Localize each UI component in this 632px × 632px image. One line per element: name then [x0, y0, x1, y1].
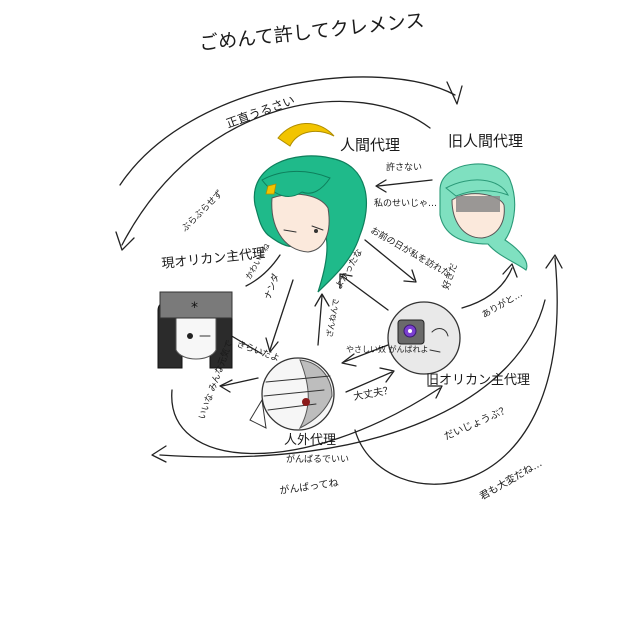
- text-nanda: ナンダ: [262, 272, 283, 301]
- text-kirai: きらいだよ: [235, 338, 281, 364]
- crescent-moon-icon: [278, 123, 334, 146]
- arrow-oldorigin-to-oldhuman-head: [503, 264, 517, 277]
- label-old-human-agent: 旧人間代理: [448, 132, 523, 150]
- text-arigato: ありがと…: [480, 288, 525, 321]
- text-kimi-mo-taihen: 君も大変だね…: [477, 456, 544, 502]
- arrow-nonhuman-to-oldorigin-head: [380, 368, 394, 382]
- text-daijobu-q: だいじょうぶ？: [442, 403, 511, 442]
- old-human-agent-figure: [440, 164, 527, 270]
- arrow-right-big-head: [546, 255, 562, 268]
- non-human-agent-figure: [250, 358, 334, 430]
- text-yurusanai: 許さない: [386, 161, 422, 173]
- label-human-agent: 人間代理: [340, 136, 400, 154]
- top-banner-text: ごめんて許してクレメンス: [198, 9, 425, 55]
- old-origin-agent-figure: [388, 302, 460, 374]
- text-ganbaru-deii: がんばるでいい: [286, 453, 349, 465]
- arrow-right-big-arc: [355, 258, 557, 484]
- text-yasashii: やさしい奴 がんばれよ: [346, 344, 429, 354]
- label-non-human-agent: 人外代理: [284, 433, 336, 448]
- text-ganbatte: がんばってね: [279, 476, 340, 497]
- snowflake-icon: *: [191, 300, 198, 316]
- text-burabura: ぶらぶらせず: [179, 188, 225, 234]
- arrow-nonhuman-to-human: [318, 296, 322, 345]
- arrow-bottom-wide-head: [152, 446, 166, 462]
- arrow-inner-arc-head: [116, 232, 134, 250]
- arrow-oldorigin-to-human: [342, 276, 388, 310]
- label-old-origin-agent: 旧オリカン主代理: [426, 373, 530, 388]
- text-shoujiki-urusai: 正直うるさい: [224, 93, 296, 131]
- arrow-top-arc-head: [447, 82, 462, 104]
- text-omae-no-hi: お前の日が私を訪れた: [369, 224, 453, 279]
- text-watashi-no-seija: 私のせいじゃ…: [374, 198, 437, 209]
- arrow-old-to-human: [378, 180, 432, 186]
- text-zannen: ざんねんで: [324, 298, 341, 339]
